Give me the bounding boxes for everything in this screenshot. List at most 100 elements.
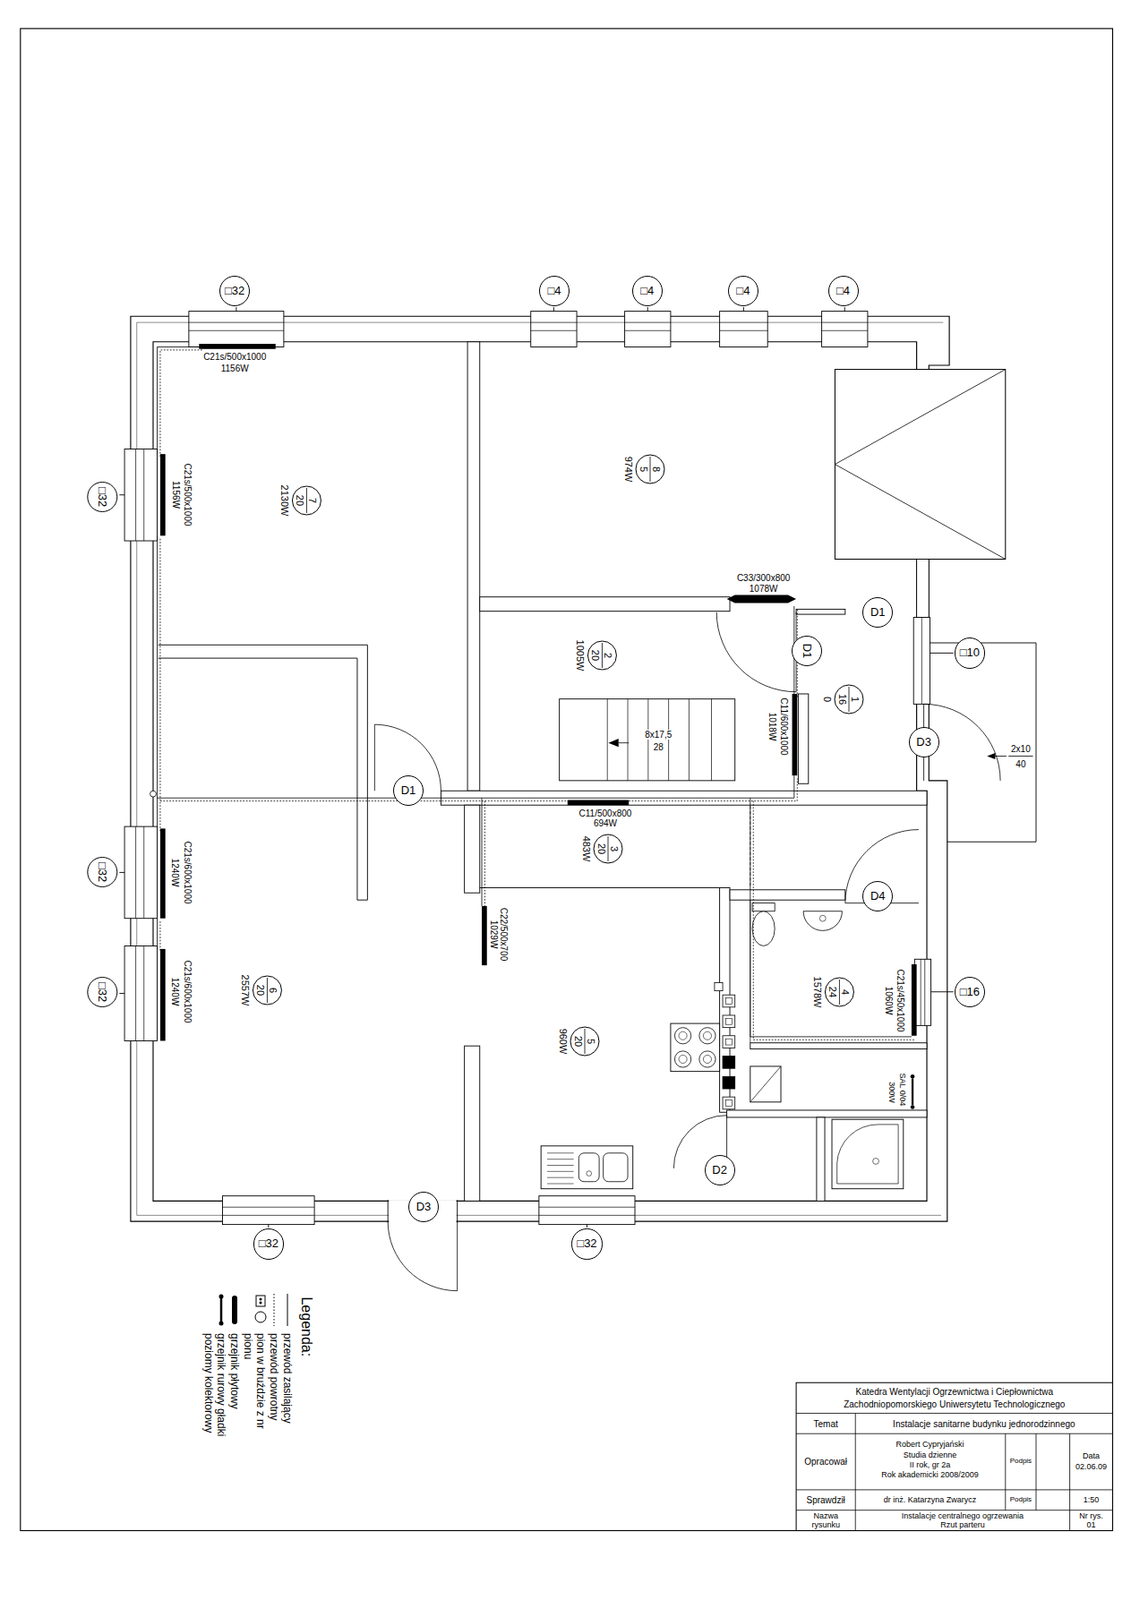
burner [699,1028,716,1045]
room-temperature: 20 [590,637,601,673]
stair-arrowhead [608,738,618,747]
room-tag: 85974W [622,454,666,485]
chimney-duct-inner [725,998,732,1005]
sink-bowl [578,1153,600,1183]
radiator-label: 1029W [488,918,499,950]
tube-radiator-sample-end [219,1321,224,1327]
radiator-label: C21s/500x1000 [181,462,192,528]
window [222,1196,315,1226]
title-block-text: Temat [813,1419,840,1430]
window-symbol: □32 [95,982,109,1003]
legend-text: przewód powrotny [267,1333,281,1421]
stair-step [668,699,669,781]
window [531,311,577,348]
window-pane [924,959,926,1026]
title-block-text: 02.06.09 [1074,1463,1108,1473]
riser-sample-dot [259,1302,263,1305]
partition [357,899,368,901]
door-symbol: D4 [870,890,886,903]
room-circle-divider [305,488,307,514]
radiator-label: C11/500x800 [578,808,634,819]
return-pipe [160,779,797,802]
window-symbol: □32 [95,862,109,883]
inner-wall [467,342,480,791]
window [625,311,671,348]
window-tag: □32 [86,976,118,1008]
tube-radiator-end [910,1105,916,1110]
title-block [796,1382,1113,1531]
window-pane [531,322,577,324]
staircase [559,699,736,781]
dimension-label: 8x17,5 [643,729,673,740]
radiator-label: 1240W [171,976,181,1008]
legend-row: przewód zasilający [281,1292,294,1455]
toilet-bowl [752,911,775,947]
radiator-label: 1060W [883,985,894,1016]
boiler [750,1066,781,1103]
burner [674,1028,691,1045]
window-tag: □32 [571,1228,602,1260]
title-block-text: Instalacje centralnego ogrzewania [900,1512,1025,1522]
chimney-duct-inner [725,1018,732,1025]
window [719,311,769,348]
title-block-text: Katedra Wentylacji Ogrzewnictwa i Ciepło… [855,1387,1054,1397]
title-block-rule [796,1413,1113,1414]
supply-pipe-sample [287,1293,289,1327]
shower-tray [831,1119,904,1189]
room-number: 1 [849,684,861,715]
title-block-rule [796,1489,1113,1491]
stair-arrow [618,742,629,744]
window-symbol: □4 [736,284,750,298]
panel-radiator [727,594,797,603]
title-block-text: Podpis [1009,1496,1033,1505]
burner [702,1054,712,1063]
inner-wall [729,890,846,900]
window-leader [119,494,125,496]
door-symbol: D1 [799,643,813,660]
title-block-text: Instalacje sanitarne budynku jednorodzin… [891,1419,1076,1430]
heat-load: 960W [557,1026,569,1057]
heat-load: 974W [623,454,635,485]
window [124,945,157,1041]
title-block-text: II rok, gr 2a [908,1461,952,1471]
riser-sample [256,1295,266,1307]
title-block-text: Opracował [803,1456,849,1467]
door-jamb [456,1199,458,1223]
legend-block: przewód zasilającyprzewód powrotnypion w… [201,1292,294,1455]
window-pane [625,330,671,332]
return-pipe [753,801,915,1041]
room-tag: 520960W [556,1026,600,1057]
window-pane [188,330,284,332]
stair-step [688,699,690,781]
inner-wall [727,1110,927,1118]
room-temperature: 24 [827,975,839,1011]
heat-load: 2130W [279,482,291,518]
drainboard [547,1158,575,1160]
door-swing [845,830,919,904]
window-symbol: □16 [959,985,980,999]
title-block-text: Robert Cypryjański [894,1440,965,1450]
panel-radiator [160,949,166,1042]
room-tag: 7202130W [278,482,322,518]
door-symbol: D1 [401,784,417,797]
equipment-box-mark [834,369,1005,560]
room-circle-outline [635,454,665,484]
radiator-label: 694W [592,818,618,829]
chimney-duct-inner [725,1100,732,1107]
tube-radiator-sample-end [219,1294,224,1300]
title-block-rule [1035,1433,1037,1510]
panel-radiator [911,964,917,1037]
window-pane [920,959,922,1026]
drainboard [547,1152,575,1154]
room-number: 4 [839,975,851,1011]
room-temperature: 16 [837,684,849,715]
room-circle-divider [650,456,652,482]
window-leader [844,307,846,312]
inner-wall [796,608,846,615]
supply-pipe [156,535,158,829]
room-tag: 320483W [580,833,624,865]
room-number: 3 [608,833,620,865]
legend-text: grzejnik rurowy gładki poziomy kolektoro… [202,1333,228,1455]
window-pane [719,330,769,332]
